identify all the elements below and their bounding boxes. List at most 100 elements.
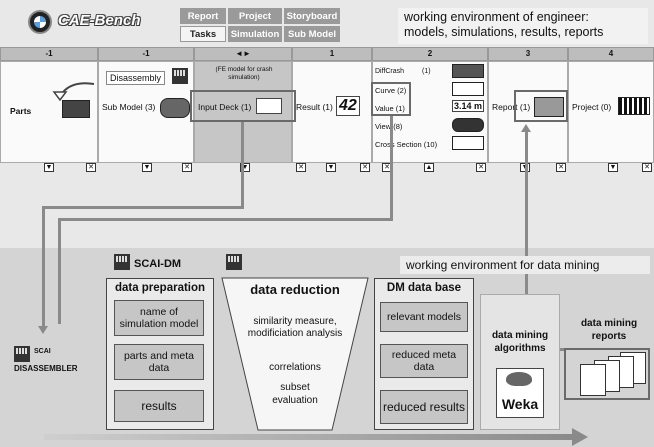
column-header: 1: [292, 47, 372, 61]
tab-simulation[interactable]: Simulation: [228, 26, 282, 42]
curve-thumbnail[interactable]: [452, 82, 484, 96]
weka-bird-icon: [506, 372, 532, 386]
connector-line: [241, 122, 244, 208]
curve-label[interactable]: Curve (2): [375, 86, 407, 95]
disassembly-label[interactable]: Disassembly: [106, 71, 166, 85]
algorithms-label: algorithms: [494, 343, 546, 354]
connector-line: [42, 206, 244, 209]
data-preparation-title: data preparation: [114, 282, 206, 294]
connector-line: [58, 218, 393, 221]
reduction-text: modificiation analysis: [247, 328, 343, 339]
connector-line: [58, 218, 61, 324]
cross-section-thumbnail[interactable]: [452, 136, 484, 150]
db-reduced-meta[interactable]: reduced meta data: [380, 344, 468, 378]
fe-model-note: (FE model for crash simulation): [215, 66, 273, 81]
tab-report[interactable]: Report: [180, 8, 226, 24]
connector-line: [42, 206, 45, 328]
arrow-up-icon: [521, 124, 531, 132]
value-thumbnail[interactable]: 3.14 m: [452, 100, 484, 112]
connector-line: [390, 116, 393, 220]
parts-thumbnail[interactable]: [62, 100, 90, 118]
dm-database-title: DM data base: [386, 282, 462, 294]
report-sheet-icon: [580, 364, 606, 396]
view-label[interactable]: View (8): [375, 122, 403, 131]
process-arrow: [44, 434, 574, 440]
diffcrash-thumbnail[interactable]: [452, 64, 484, 78]
reduction-text: correlations: [269, 362, 321, 373]
close-icon[interactable]: ✕: [642, 163, 652, 172]
report-thumbnail[interactable]: [534, 97, 564, 117]
car-thumbnail-icon[interactable]: [256, 98, 282, 114]
data-reduction-funnel: [221, 277, 369, 431]
db-relevant-models[interactable]: relevant models: [380, 302, 468, 332]
arrow-down-icon: [38, 326, 48, 334]
env-title-line2: models, simulations, results, reports: [404, 25, 604, 39]
column-header: 4: [568, 47, 654, 61]
sub-model-thumbnail[interactable]: [160, 98, 190, 118]
value-label[interactable]: Value (1): [375, 104, 405, 113]
connector-line: [525, 130, 528, 350]
algorithms-label: data mining: [491, 330, 549, 341]
sub-model-label[interactable]: Sub Model (3): [102, 102, 156, 112]
curved-arrow-icon: [52, 82, 95, 102]
collapse-button[interactable]: ▲: [424, 163, 434, 172]
column-header-nav[interactable]: ◄►: [194, 47, 292, 61]
arrow-right-icon: [572, 428, 588, 446]
tab-sub-model[interactable]: Sub Model: [284, 26, 340, 42]
scai-logo-icon: [172, 68, 188, 84]
prep-results[interactable]: results: [114, 390, 204, 422]
diffcrash-count: (1): [422, 68, 431, 75]
parts-label: Parts: [10, 106, 32, 116]
app-title: CAE-Bench: [58, 12, 141, 29]
diffcrash-label[interactable]: DiffCrash: [375, 68, 405, 75]
close-icon[interactable]: ✕: [556, 163, 566, 172]
engineer-environment-title: working environment of engineer: models,…: [398, 8, 648, 44]
value-highlight: [371, 82, 411, 116]
prep-parts-meta[interactable]: parts and meta data: [114, 344, 204, 380]
scai-label: SCAI: [34, 348, 51, 355]
close-icon[interactable]: ✕: [182, 163, 192, 172]
close-icon[interactable]: ✕: [86, 163, 96, 172]
reduction-text: subset: [280, 382, 310, 393]
scai-disassembler-label: DISASSEMBLER: [14, 364, 78, 373]
view-thumbnail[interactable]: [452, 118, 484, 132]
reports-label: data mining: [580, 318, 638, 329]
reduction-text: similarity measure,: [253, 316, 337, 327]
column-header: 2: [372, 47, 488, 61]
reports-highlight: [564, 348, 650, 400]
report-label[interactable]: Report (1): [492, 102, 531, 112]
dropdown-button[interactable]: ▼: [44, 163, 54, 172]
db-reduced-results[interactable]: reduced results: [380, 390, 468, 424]
close-icon[interactable]: ✕: [476, 163, 486, 172]
close-icon[interactable]: ✕: [296, 163, 306, 172]
column-header: 3: [488, 47, 568, 61]
reports-label: reports: [591, 331, 627, 342]
env-title-line1: working environment of engineer:: [404, 10, 589, 24]
scai-logo-icon: [14, 346, 30, 362]
scai-dm-label: SCAI-DM: [134, 258, 182, 270]
dropdown-button[interactable]: ▼: [142, 163, 152, 172]
dropdown-button[interactable]: ▼: [608, 163, 618, 172]
cross-section-label[interactable]: Cross Section (10): [375, 140, 438, 149]
data-mining-environment-title: working environment for data mining: [400, 256, 650, 274]
close-icon[interactable]: ✕: [360, 163, 370, 172]
data-reduction-title: data reduction: [250, 282, 340, 297]
dropdown-button[interactable]: ▼: [240, 163, 250, 172]
scai-logo-icon: [226, 254, 242, 270]
column-result: [292, 61, 372, 163]
project-label[interactable]: Project (0): [572, 102, 612, 112]
report-highlight: [514, 90, 568, 122]
input-deck-label[interactable]: Input Deck (1): [198, 102, 252, 112]
scai-logo-icon: [114, 254, 130, 270]
result-thumbnail[interactable]: 42: [336, 96, 360, 116]
result-label[interactable]: Result (1): [296, 102, 333, 112]
weka-label: Weka: [501, 396, 539, 412]
tab-storyboard[interactable]: Storyboard: [284, 8, 340, 24]
tab-project[interactable]: Project: [228, 8, 282, 24]
dropdown-button[interactable]: ▼: [326, 163, 336, 172]
reduction-text: evaluation: [272, 395, 318, 406]
tab-tasks[interactable]: Tasks: [180, 26, 226, 42]
column-header: -1: [98, 47, 194, 61]
prep-simulation-model[interactable]: name of simulation model: [114, 300, 204, 336]
project-thumbnail[interactable]: [618, 97, 650, 115]
